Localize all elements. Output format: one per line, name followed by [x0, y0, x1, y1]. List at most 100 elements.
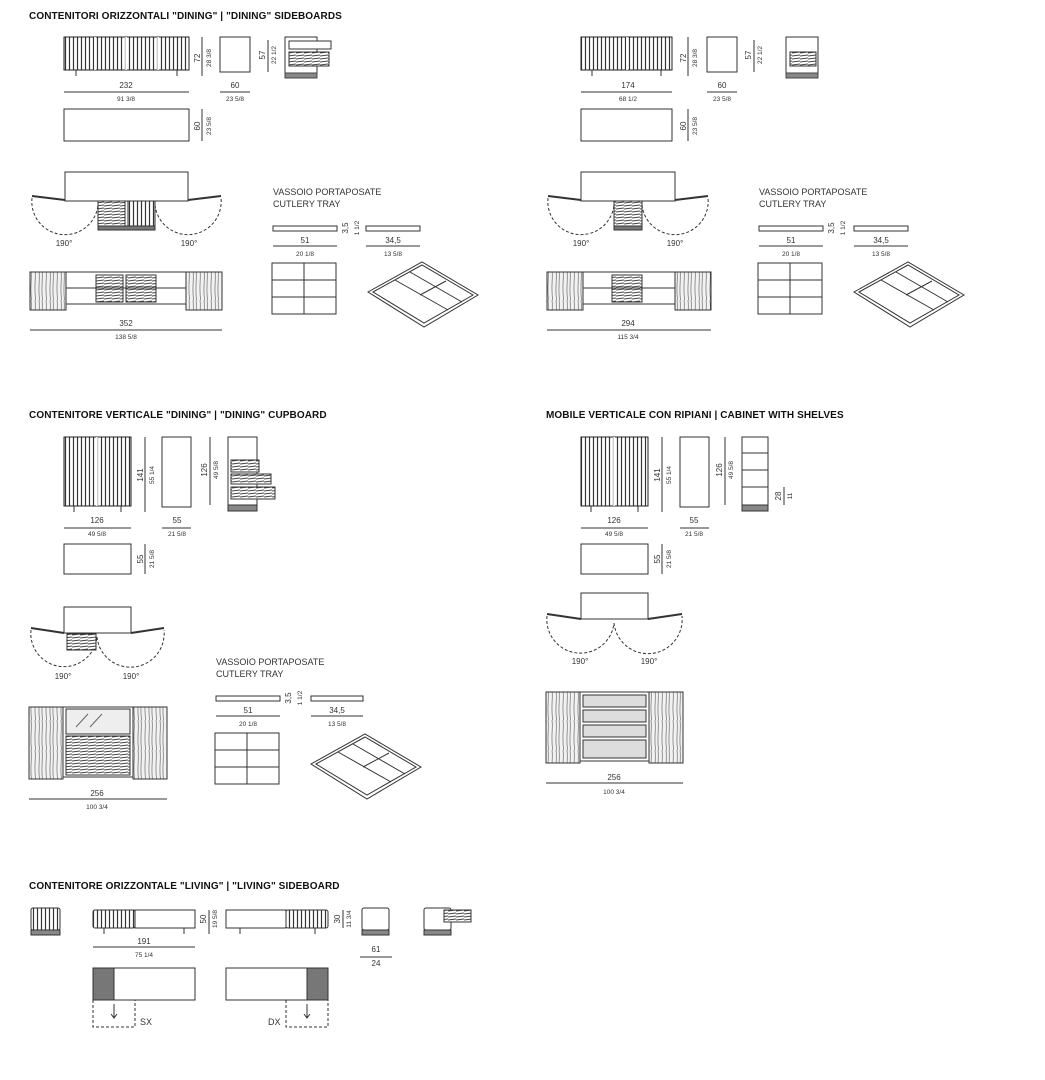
cabinet-drawings — [545, 436, 785, 784]
sideboard-b-height-in: 28 3/8 — [692, 49, 699, 67]
cabinet-shelf-gap-in: 11 — [787, 492, 794, 499]
sideboard-b-depth: 60 — [718, 81, 727, 90]
cutlery-tray-b-width: 51 — [787, 236, 796, 245]
cupboard-width-in: 49 5/8 — [88, 531, 106, 538]
sideboard-a-depth: 60 — [231, 81, 240, 90]
sideboard-b-inner-height-in: 22 1/2 — [757, 46, 764, 64]
cutlery-tray-c-height: 3,5 — [284, 692, 293, 704]
sideboard-b-width-in: 68 1/2 — [619, 96, 637, 103]
cupboard-depth-in: 21 5/8 — [168, 531, 186, 538]
cabinet-angle-right: 190° — [641, 657, 658, 666]
cutlery-tray-a-title-it: VASSOIO PORTAPOSATE — [273, 187, 381, 197]
sideboard-b-width: 174 — [621, 81, 635, 90]
sideboard-b-angle-left: 190° — [573, 239, 590, 248]
sideboard-a-open-width: 352 — [119, 319, 133, 328]
cabinet-top-depth-in: 21 5/8 — [666, 550, 673, 568]
sideboard-b-depth-in: 23 5/8 — [713, 96, 731, 103]
sideboard-a-top-depth: 60 — [193, 121, 202, 130]
living-left-label: SX — [140, 1017, 152, 1027]
sideboard-a-inner-height-in: 22 1/2 — [271, 46, 278, 64]
living-height-in: 19 5/8 — [212, 910, 219, 928]
sideboard-a-height: 72 — [193, 53, 202, 62]
cupboard-angle-right: 190° — [123, 672, 140, 681]
section-title-sideboards: CONTENITORI ORIZZONTALI "DINING" | "DINI… — [29, 11, 342, 22]
sideboard-a-top-depth-in: 23 5/8 — [206, 117, 213, 135]
living-depth-in: 24 — [372, 959, 381, 968]
living-height: 50 — [199, 914, 208, 923]
cabinet-angle-left: 190° — [572, 657, 589, 666]
living-depth: 61 — [372, 945, 381, 954]
cutlery-tray-a-height: 3,5 — [341, 222, 350, 234]
cutlery-tray-c-title-en: CUTLERY TRAY — [216, 669, 283, 679]
cutlery-tray-a-height-in: 1 1/2 — [354, 220, 361, 235]
cabinet-height: 141 — [653, 468, 662, 482]
cupboard-height-in: 55 1/4 — [149, 466, 156, 484]
sideboard-a-width-in: 91 3/8 — [117, 96, 135, 103]
cupboard-top-depth: 55 — [136, 554, 145, 563]
section-title-cupboard: CONTENITORE VERTICALE "DINING" | "DINING… — [29, 410, 327, 421]
sideboard-a-angle-left: 190° — [56, 239, 73, 248]
sideboard-a-width: 232 — [119, 81, 133, 90]
cabinet-inner-height-in: 49 5/8 — [728, 461, 735, 479]
cutlery-tray-a-depth-in: 13 5/8 — [384, 251, 402, 258]
sideboard-a-angle-right: 190° — [181, 239, 198, 248]
section-title-cabinet: MOBILE VERTICALE CON RIPIANI | CABINET W… — [546, 410, 844, 421]
living-inner-height: 30 — [333, 914, 342, 923]
living-inner-height-in: 11 3/4 — [346, 910, 353, 928]
cutlery-tray-b-depth: 34,5 — [873, 236, 889, 245]
cutlery-tray-b-height-in: 1 1/2 — [840, 220, 847, 235]
sideboard-b-top-depth: 60 — [679, 121, 688, 130]
sideboard-b-drawings — [546, 36, 819, 331]
sideboard-a-inner-height: 57 — [258, 50, 267, 59]
cutlery-tray-b-height: 3,5 — [827, 222, 836, 234]
sideboard-a-height-in: 28 3/8 — [206, 49, 213, 67]
cupboard-inner-height: 126 — [200, 463, 209, 477]
cutlery-tray-a-width: 51 — [301, 236, 310, 245]
cupboard-angle-left: 190° — [55, 672, 72, 681]
sideboard-a-drawings — [29, 36, 332, 331]
cupboard-inner-height-in: 49 5/8 — [213, 461, 220, 479]
section-title-living: CONTENITORE ORIZZONTALE "LIVING" | "LIVI… — [29, 881, 340, 892]
living-sideboard-drawings — [30, 907, 472, 1028]
cutlery-tray-b-title-en: CUTLERY TRAY — [759, 199, 826, 209]
cupboard-drawings — [28, 436, 276, 800]
living-right-label: DX — [268, 1017, 281, 1027]
cupboard-open-width-in: 100 3/4 — [86, 804, 108, 811]
cabinet-height-in: 55 1/4 — [666, 466, 673, 484]
cutlery-tray-c-depth: 34,5 — [329, 706, 345, 715]
cabinet-depth: 55 — [690, 516, 699, 525]
cupboard-top-depth-in: 21 5/8 — [149, 550, 156, 568]
sideboard-b-top-depth-in: 23 5/8 — [692, 117, 699, 135]
sideboard-a-depth-in: 23 5/8 — [226, 96, 244, 103]
cutlery-tray-a-title-en: CUTLERY TRAY — [273, 199, 340, 209]
sideboard-b-height: 72 — [679, 53, 688, 62]
cutlery-tray-c-width-in: 20 1/8 — [239, 721, 257, 728]
cutlery-tray-b-width-in: 20 1/8 — [782, 251, 800, 258]
cupboard-open-width: 256 — [90, 789, 104, 798]
sideboard-b-open-width: 294 — [621, 319, 635, 328]
cabinet-inner-height: 126 — [715, 463, 724, 477]
cutlery-tray-a-drawings — [271, 225, 479, 328]
sideboard-a-open-width-in: 138 5/8 — [115, 334, 137, 341]
living-width-in: 75 1/4 — [135, 952, 153, 959]
sideboard-b-angle-right: 190° — [667, 239, 684, 248]
sideboard-b-inner-height: 57 — [744, 50, 753, 59]
cutlery-tray-c-width: 51 — [244, 706, 253, 715]
cabinet-width: 126 — [607, 516, 621, 525]
sideboard-b-open-width-in: 115 3/4 — [617, 334, 639, 341]
cutlery-tray-b-drawings — [757, 225, 965, 328]
cabinet-top-depth: 55 — [653, 554, 662, 563]
cupboard-depth: 55 — [173, 516, 182, 525]
cabinet-shelf-gap: 28 — [774, 491, 783, 500]
cupboard-width: 126 — [90, 516, 104, 525]
cutlery-tray-a-width-in: 20 1/8 — [296, 251, 314, 258]
cutlery-tray-a-depth: 34,5 — [385, 236, 401, 245]
cabinet-width-in: 49 5/8 — [605, 531, 623, 538]
cutlery-tray-c-depth-in: 13 5/8 — [328, 721, 346, 728]
cutlery-tray-b-title-it: VASSOIO PORTAPOSATE — [759, 187, 867, 197]
living-width: 191 — [137, 937, 151, 946]
cupboard-height: 141 — [136, 468, 145, 482]
cabinet-open-width: 256 — [607, 773, 621, 782]
cutlery-tray-c-drawings — [214, 695, 422, 800]
